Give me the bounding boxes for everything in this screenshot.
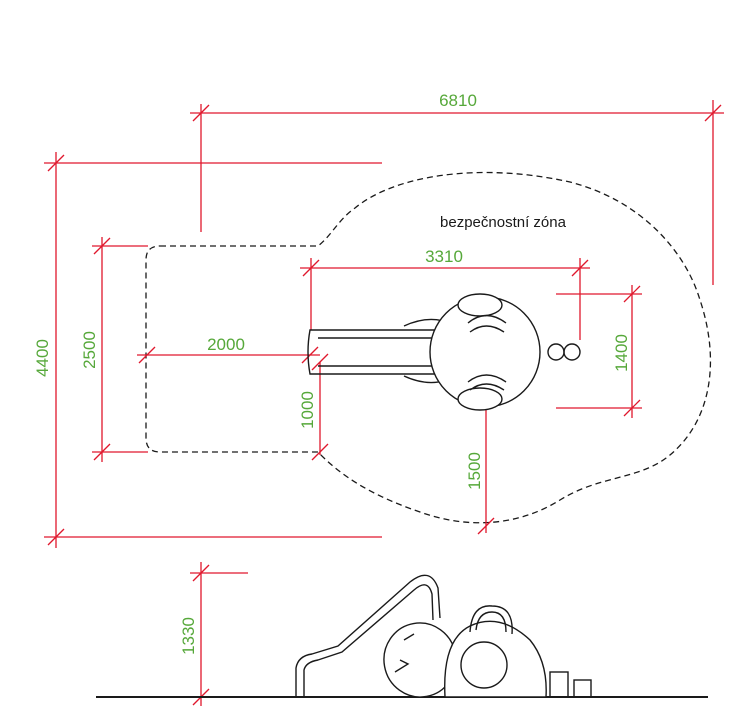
- slide-rail-inner: [303, 584, 434, 697]
- dimension-slide-clearance-label: 2000: [207, 335, 245, 354]
- slide-chute-top: [307, 329, 449, 375]
- dimension-overall-width-label: 4400: [33, 339, 52, 377]
- stool-side-2: [573, 679, 592, 698]
- ear-side: [460, 641, 508, 689]
- dimension-overall-length-label: 6810: [439, 91, 477, 110]
- dimension-equipment-width: 1400: [556, 285, 642, 418]
- stool-top-1: [547, 343, 565, 361]
- dimension-slide-offset-label: 1000: [298, 391, 317, 429]
- dimension-slide-offset: 1000: [298, 353, 329, 461]
- equipment-top-view: [307, 293, 581, 411]
- safety-zone-label: bezpečnostní zóna: [440, 214, 567, 231]
- dimension-equipment-width-label: 1400: [612, 334, 631, 372]
- dimension-side-clearance-label: 1500: [465, 452, 484, 490]
- dimension-slide-clearance: 2000: [137, 335, 320, 364]
- stool-side-1: [549, 671, 569, 698]
- dimension-equipment-length-label: 3310: [425, 247, 463, 266]
- handle-top-2: [469, 325, 505, 333]
- stool-top-2: [563, 343, 581, 361]
- animal-face-mark: [394, 633, 415, 673]
- handle-side: [469, 605, 513, 635]
- dimension-side-clearance: 1500: [465, 402, 495, 535]
- dimension-overall-width: 4400: [33, 152, 382, 548]
- slide-rail-outer: [295, 574, 441, 697]
- handle-top-4: [469, 383, 505, 391]
- dimension-height: 1330: [179, 562, 248, 706]
- dimension-height-label: 1330: [179, 617, 198, 655]
- dimension-overall-length: 6810: [190, 91, 724, 285]
- ear-top-left: [457, 293, 503, 317]
- equipment-side-view: [295, 574, 592, 698]
- dimension-equipment-length: 3310: [300, 247, 590, 340]
- ear-top-right: [457, 387, 503, 411]
- handle-top-1: [467, 314, 507, 324]
- dimension-zone-width-label: 2500: [80, 331, 99, 369]
- handle-top-3: [467, 374, 507, 383]
- dimension-zone-width: 2500: [80, 237, 148, 462]
